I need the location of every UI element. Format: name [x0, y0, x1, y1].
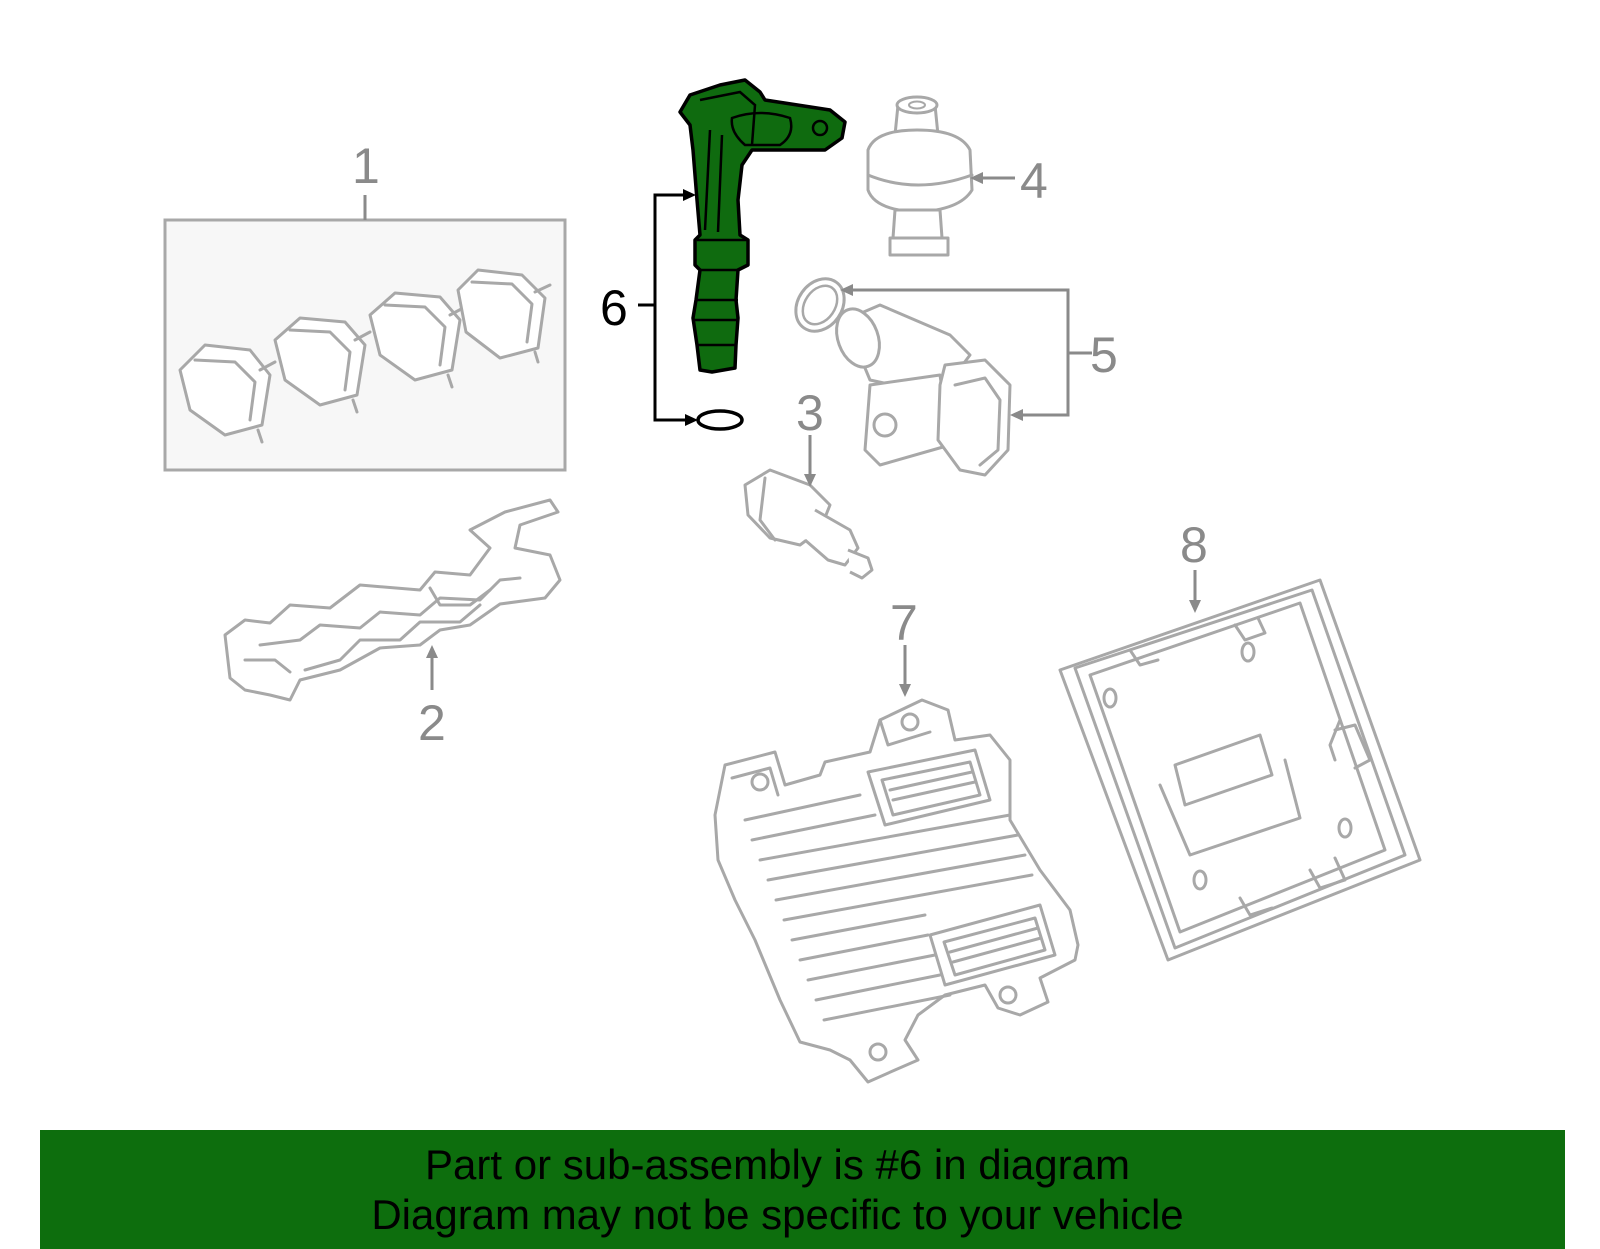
- coil-4: [456, 268, 552, 364]
- part-6-highlighted-sensor[interactable]: [678, 78, 847, 431]
- info-banner: Part or sub-assembly is #6 in diagram Di…: [40, 1130, 1565, 1249]
- callout-2: 2: [418, 695, 446, 751]
- part-7-control-module[interactable]: [713, 698, 1080, 1084]
- part-1-ignition-coils[interactable]: [163, 218, 567, 472]
- callout-3: 3: [796, 385, 824, 441]
- banner-line-disclaimer: Diagram may not be specific to your vehi…: [371, 1191, 1184, 1238]
- part-4-sensor[interactable]: [866, 95, 974, 257]
- parts-diagram: 1 2 3 4: [163, 78, 1422, 1084]
- callout-7: 7: [890, 595, 918, 651]
- part-2-coil-bracket[interactable]: [223, 498, 562, 702]
- banner-line-part-info: Part or sub-assembly is #6 in diagram: [425, 1141, 1130, 1188]
- callout-8: 8: [1180, 517, 1208, 573]
- part-8-module-bracket[interactable]: [1058, 578, 1422, 962]
- part-3-sensor[interactable]: [743, 468, 874, 580]
- coil-1: [178, 343, 277, 444]
- callout-5: 5: [1090, 327, 1118, 383]
- callout-1: 1: [352, 138, 380, 194]
- callout-4: 4: [1020, 153, 1048, 209]
- callout-6: 6: [600, 280, 628, 336]
- coil-2: [273, 316, 372, 414]
- part-5-sensor[interactable]: [786, 269, 1012, 477]
